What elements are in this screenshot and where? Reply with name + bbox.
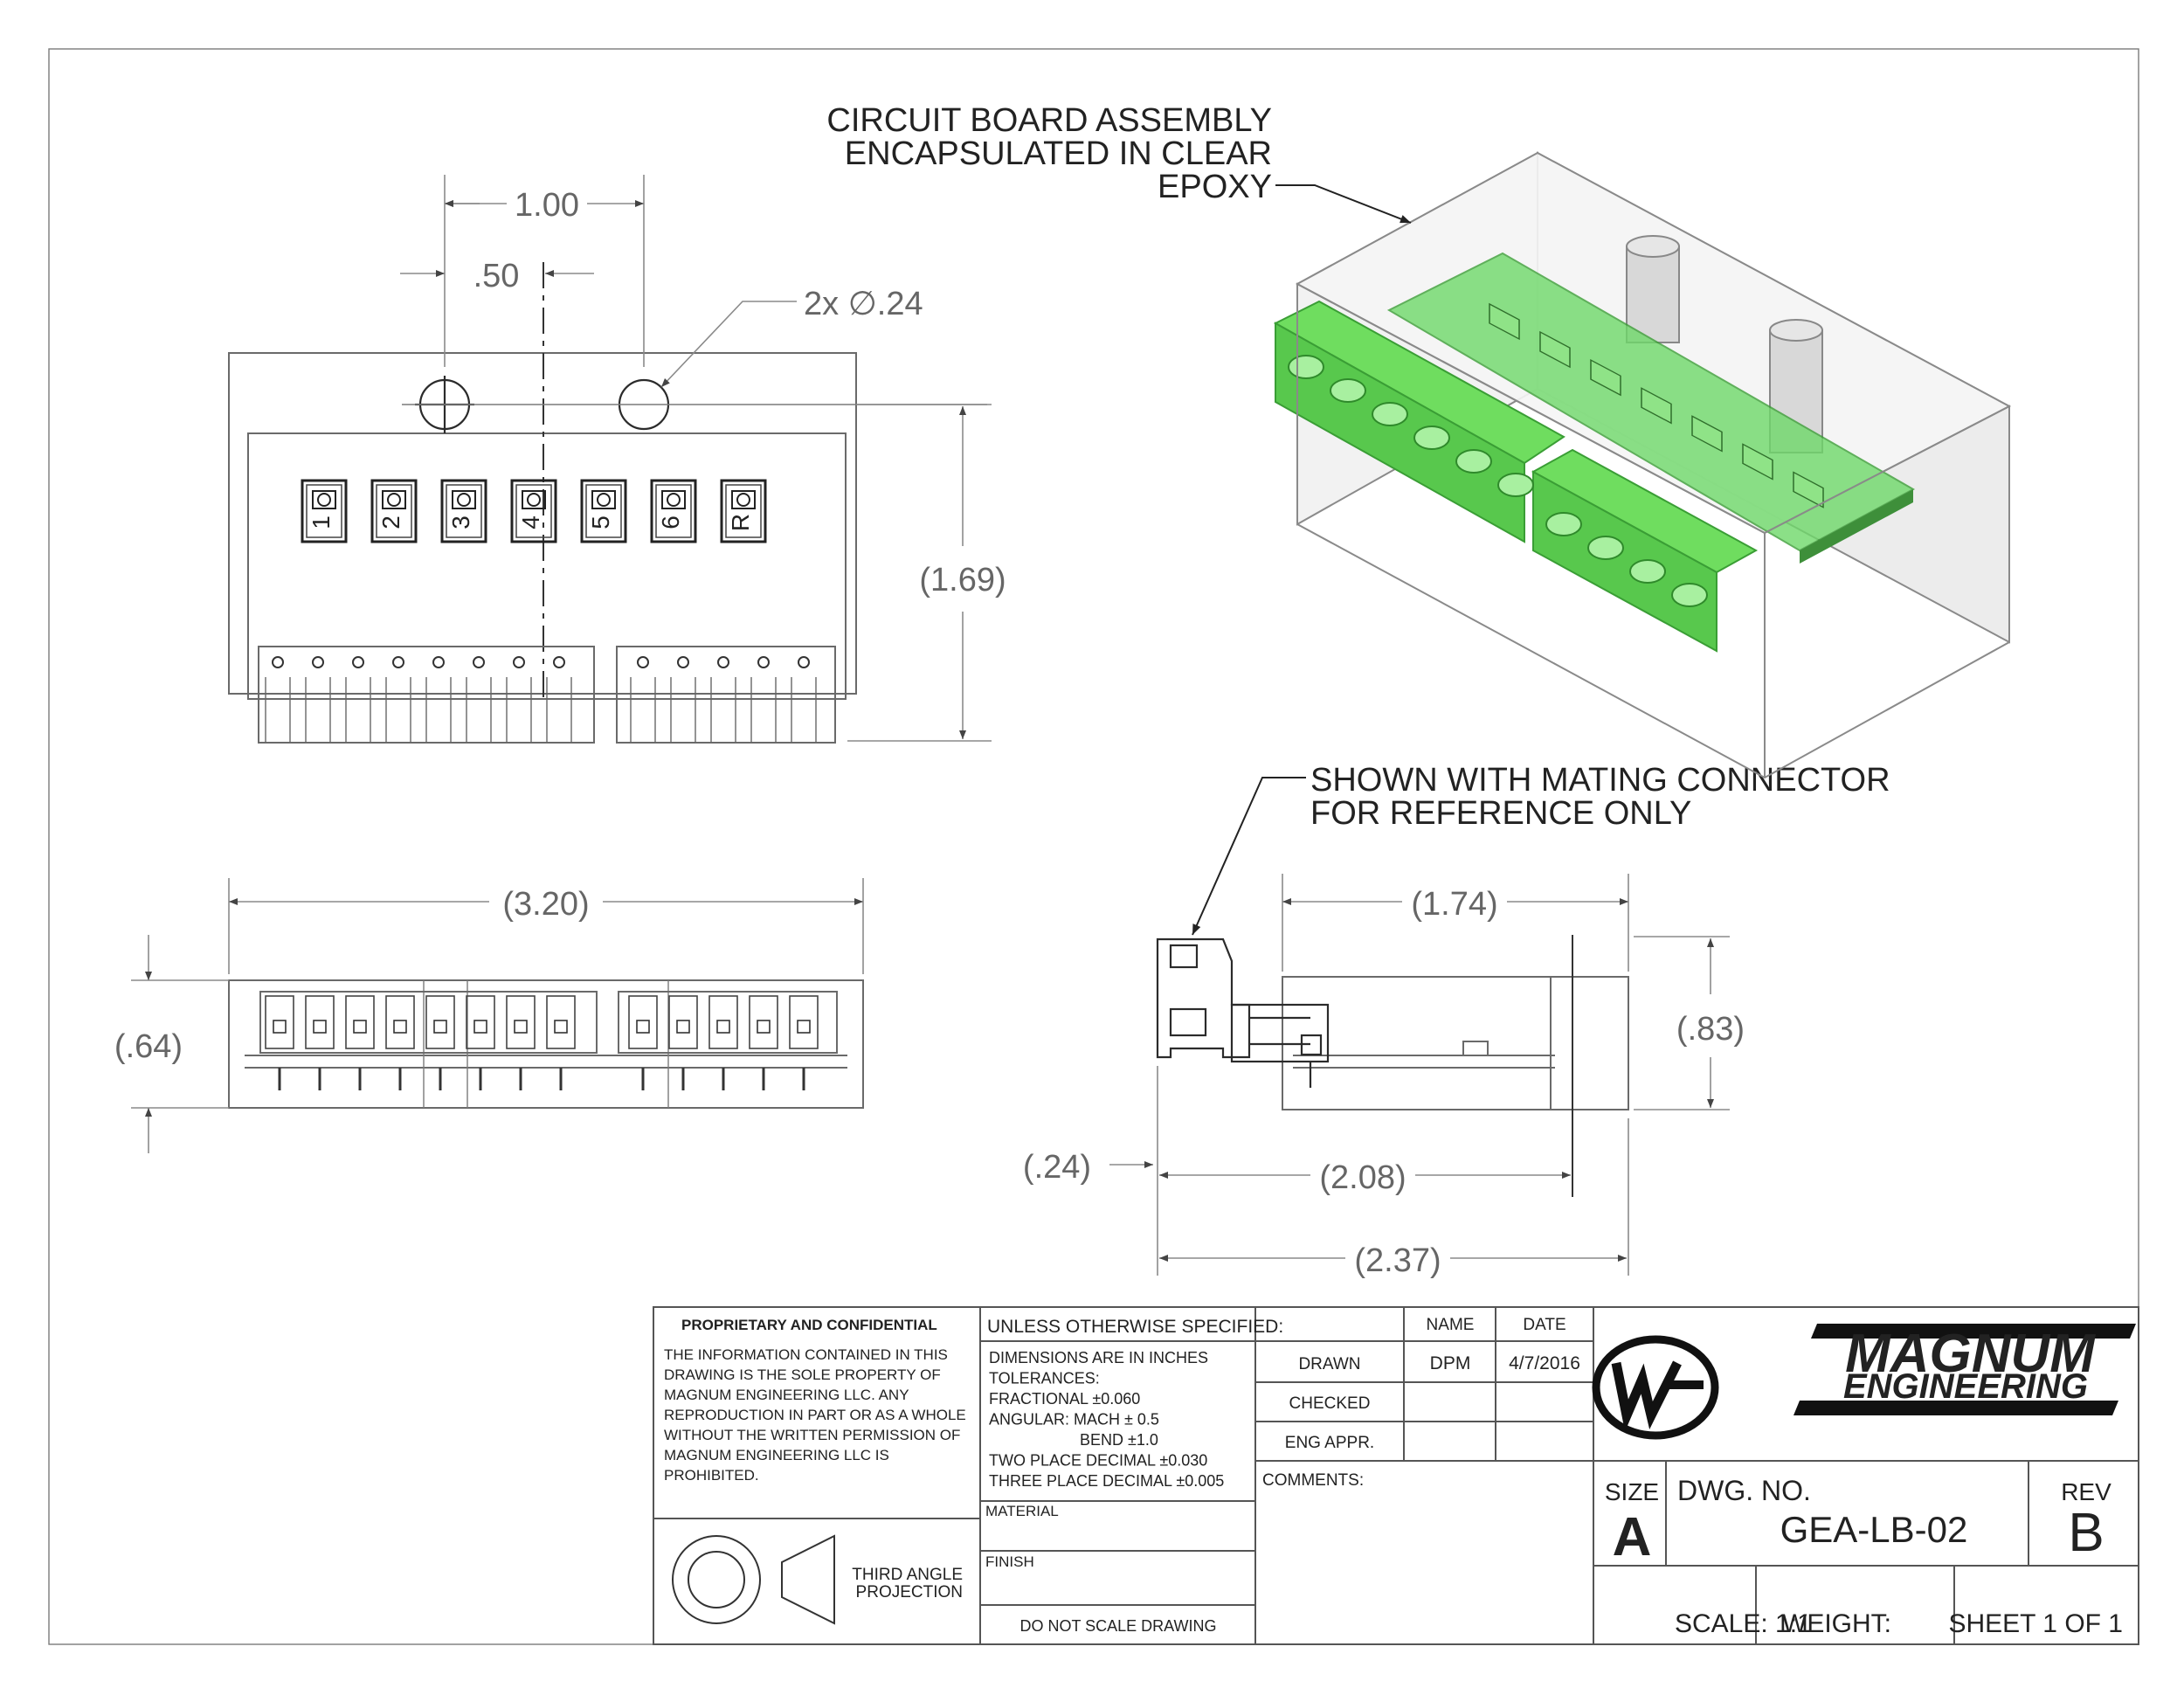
side-view-dimensions: (1.74) (.83) (.24) (2.08) (2.37): [1023, 874, 1745, 1279]
side-view: [1156, 935, 1629, 1197]
rev-value: B: [2068, 1503, 2104, 1563]
dim-depth-side: (1.74): [1411, 886, 1497, 923]
size-value: A: [1613, 1507, 1652, 1567]
scale-value: SCALE: 1:1: [1675, 1609, 1812, 1638]
projection-line1: THIRD ANGLE: [852, 1566, 963, 1584]
magnum-logo: MAGNUM ENGINEERING: [1592, 1324, 2136, 1440]
date-header: DATE: [1523, 1316, 1565, 1334]
epoxy-note: CIRCUIT BOARD ASSEMBLY ENCAPSULATED IN C…: [826, 102, 1412, 224]
mating-note-line1: SHOWN WITH MATING CONNECTOR: [1310, 762, 1890, 799]
tolerance-line: BEND ±1.0: [1080, 1431, 1158, 1449]
drawn-label: DRAWN: [1298, 1355, 1360, 1373]
tolerance-line: TOLERANCES:: [989, 1370, 1100, 1387]
front-view: [228, 979, 864, 1109]
terminal-label: 5: [587, 515, 614, 529]
epoxy-note-line1: CIRCUIT BOARD ASSEMBLY: [826, 102, 1272, 139]
tolerance-line: THREE PLACE DECIMAL ±0.005: [989, 1472, 1224, 1490]
tolerance-line: DIMENSIONS ARE IN INCHES: [989, 1349, 1208, 1366]
front-view-dimensions: (3.20) (.64): [114, 878, 864, 1153]
checked-label: CHECKED: [1289, 1394, 1371, 1413]
mating-note: SHOWN WITH MATING CONNECTOR FOR REFERENC…: [1192, 762, 1890, 936]
logo-magnum: MAGNUM: [1845, 1324, 2096, 1384]
proprietary-line: MAGNUM ENGINEERING LLC IS: [664, 1447, 889, 1463]
terminal-label: 2: [377, 515, 404, 529]
comments-label: COMMENTS:: [1262, 1471, 1364, 1490]
terminal-block: 6: [650, 479, 697, 543]
proprietary-line: REPRODUCTION IN PART OR AS A WHOLE: [664, 1407, 966, 1423]
dim-total-depth: (2.37): [1354, 1242, 1441, 1279]
dwg-no-label: DWG. NO.: [1677, 1475, 1811, 1506]
terminal-label: 4: [517, 515, 544, 529]
rev-label: REV: [2061, 1478, 2111, 1505]
title-block: PROPRIETARY AND CONFIDENTIAL THE INFORMA…: [653, 1306, 2139, 1645]
terminal-label: 6: [657, 515, 684, 529]
epoxy-note-line2: ENCAPSULATED IN CLEAR: [845, 135, 1272, 172]
unless-specified: UNLESS OTHERWISE SPECIFIED:: [987, 1317, 1283, 1337]
mating-note-line2: FOR REFERENCE ONLY: [1310, 795, 1691, 832]
drawn-name: DPM: [1430, 1353, 1471, 1373]
dim-width-front: (3.20): [502, 886, 589, 923]
logo-engineering: ENGINEERING: [1843, 1367, 2088, 1406]
tolerance-line: TWO PLACE DECIMAL ±0.030: [989, 1452, 1207, 1470]
top-view-dimensions: 1.00 .50 2x ∅.24 (1.69): [400, 175, 1006, 742]
sheet-value: SHEET 1 OF 1: [1948, 1609, 2123, 1638]
dim-hole-diameter: 2x ∅.24: [804, 286, 923, 322]
terminal-block: 3: [440, 479, 487, 543]
proprietary-line: MAGNUM ENGINEERING LLC. ANY: [664, 1387, 909, 1403]
projection-line2: PROJECTION: [856, 1583, 963, 1602]
mating-connector: [1156, 937, 1251, 1059]
side-view-outline: [1282, 976, 1629, 1110]
isometric-view: [1273, 151, 2012, 779]
terminal-label: R: [727, 514, 754, 531]
do-not-scale: DO NOT SCALE DRAWING: [1019, 1617, 1216, 1635]
dim-height-top: (1.69): [919, 562, 1006, 598]
dim-height-side: (.83): [1676, 1011, 1745, 1048]
eng-appr-label: ENG APPR.: [1285, 1434, 1374, 1452]
drawn-date: 4/7/2016: [1509, 1353, 1580, 1373]
proprietary-line: DRAWING IS THE SOLE PROPERTY OF: [664, 1366, 941, 1383]
dim-pin-depth: (2.08): [1319, 1159, 1406, 1196]
terminal-block: 5: [580, 479, 627, 543]
size-label: SIZE: [1605, 1478, 1659, 1505]
dim-hole-offset: .50: [473, 258, 520, 294]
top-view: 1 2 3 4 5 6 R: [228, 262, 987, 744]
connector-right: [616, 646, 836, 744]
terminal-block: R: [720, 479, 767, 543]
dwg-no: GEA-LB-02: [1780, 1509, 1968, 1550]
front-view-outline: [228, 979, 864, 1109]
proprietary-title: PROPRIETARY AND CONFIDENTIAL: [681, 1317, 937, 1333]
terminal-label: 3: [447, 515, 474, 529]
terminal-block: 2: [370, 479, 418, 543]
epoxy-note-line3: EPOXY: [1158, 169, 1272, 205]
tolerance-line: ANGULAR: MACH ± 0.5: [989, 1411, 1159, 1429]
finish-label: FINISH: [985, 1553, 1034, 1570]
proprietary-line: WITHOUT THE WRITTEN PERMISSION OF: [664, 1427, 960, 1443]
proprietary-line: THE INFORMATION CONTAINED IN THIS: [664, 1346, 948, 1363]
weight-label: WEIGHT:: [1782, 1609, 1891, 1638]
terminal-block: 1: [301, 479, 348, 543]
tolerance-line: FRACTIONAL ±0.060: [989, 1390, 1140, 1408]
dim-connector-offset: (.24): [1023, 1149, 1091, 1186]
terminal-label: 1: [308, 515, 335, 529]
proprietary-line: PROHIBITED.: [664, 1467, 759, 1484]
name-header: NAME: [1427, 1316, 1475, 1334]
dim-height-front: (.64): [114, 1028, 183, 1065]
terminal-labels: 1 2 3 4 5 6 R: [301, 479, 767, 543]
material-label: MATERIAL: [985, 1503, 1059, 1519]
dim-hole-spacing: 1.00: [515, 187, 579, 224]
terminal-block: 4: [510, 479, 557, 543]
